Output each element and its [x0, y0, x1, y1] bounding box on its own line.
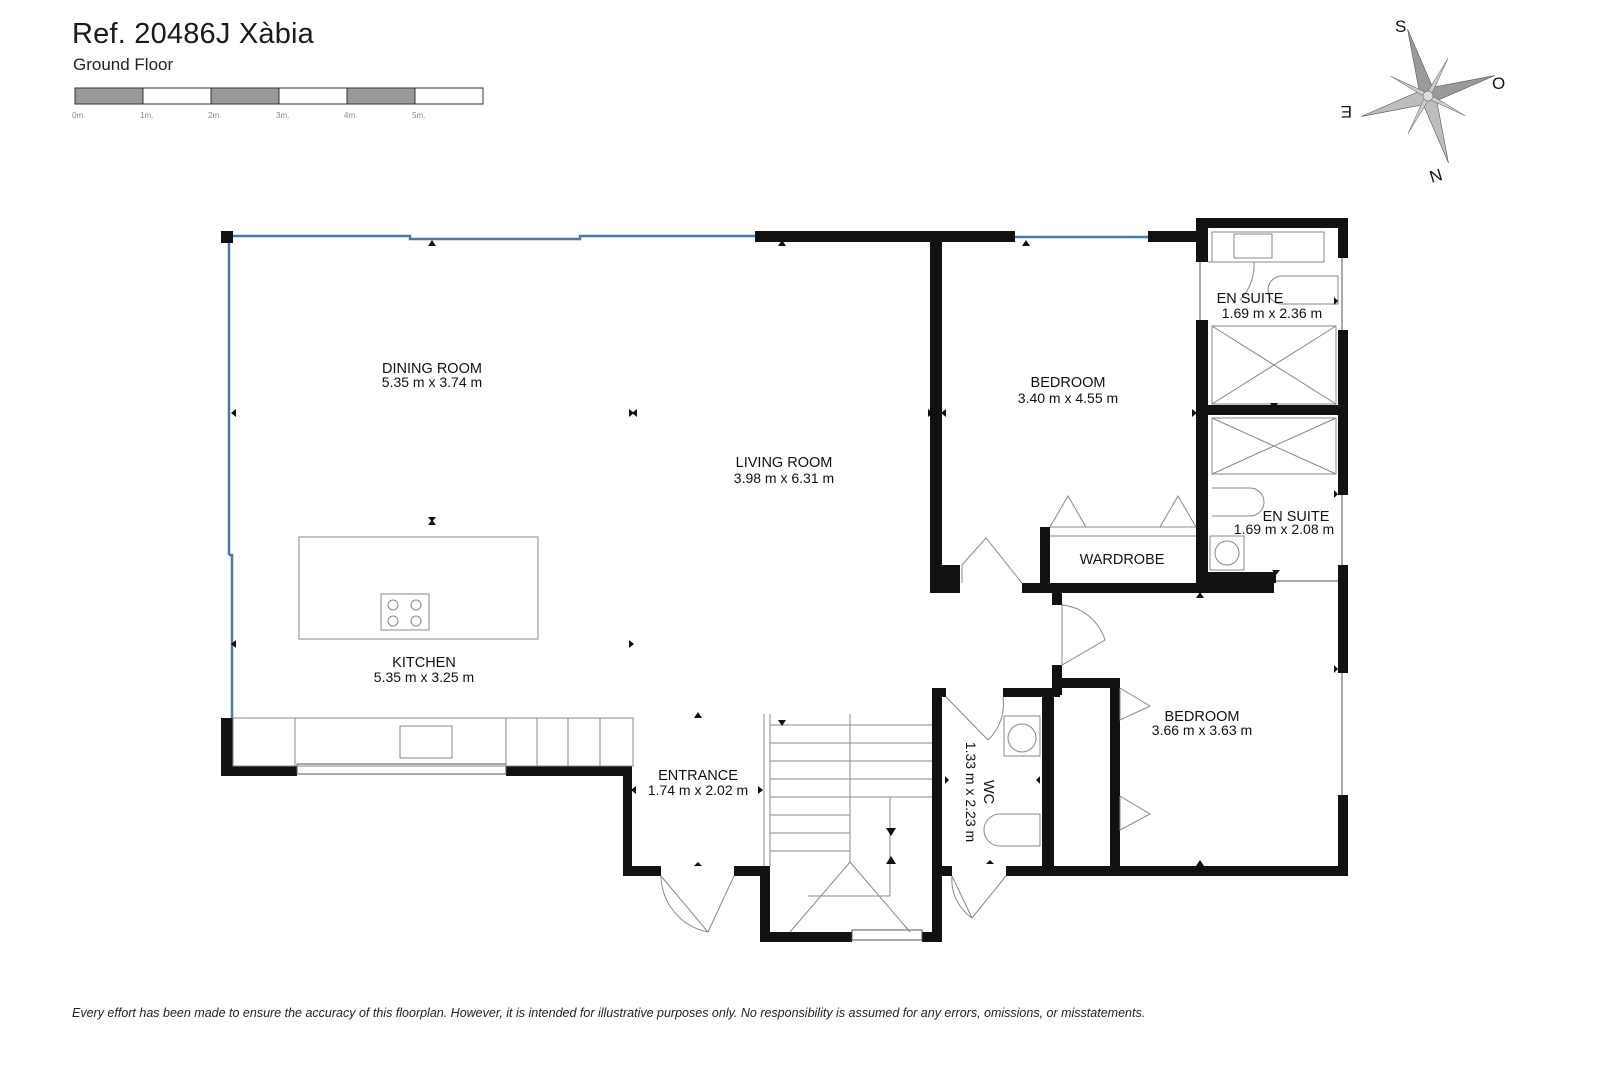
cooktop-icon	[380, 593, 430, 631]
kitchen-label: KITCHEN	[392, 655, 456, 671]
wc-dims: 1.33 m x 2.23 m	[963, 742, 979, 842]
plan-title: Ref. 20486J Xàbia	[72, 18, 315, 50]
scale-label-2: 2m.	[208, 111, 221, 120]
windows	[227, 234, 1148, 718]
scale-label-4: 4m.	[344, 111, 357, 120]
compass-label-e: E	[1341, 102, 1352, 121]
bedroom-1-label: BEDROOM	[1031, 375, 1106, 391]
living-room-dims: 3.98 m x 6.31 m	[734, 470, 834, 486]
thin-lines	[296, 258, 1343, 941]
scale-label-3: 3m.	[276, 111, 289, 120]
entrance-dims: 1.74 m x 2.02 m	[648, 782, 748, 798]
scale-label-0: 0m.	[72, 111, 85, 120]
scale-bar: 0m. 1m. 2m. 3m. 4m. 5m.	[72, 87, 484, 120]
entrance-label: ENTRANCE	[658, 768, 738, 784]
wc-label: WC	[980, 780, 996, 804]
bathroom-fixtures	[983, 231, 1339, 847]
bedroom-2-dims: 3.66 m x 3.63 m	[1152, 722, 1252, 738]
wall-markers	[231, 240, 1338, 866]
scale-label-5: 5m.	[412, 111, 425, 120]
ensuite-1-dims: 1.69 m x 2.36 m	[1222, 305, 1322, 321]
kitchen-island	[298, 536, 539, 640]
bedroom-1-dims: 3.40 m x 4.55 m	[1018, 390, 1118, 406]
scale-label-1: 1m.	[140, 111, 153, 120]
wardrobe-label: WARDROBE	[1080, 552, 1165, 568]
compass-label-s: S	[1395, 17, 1406, 36]
kitchen-dims: 5.35 m x 3.25 m	[374, 669, 474, 685]
doors	[660, 261, 1255, 933]
kitchen-fixtures	[232, 536, 634, 767]
ensuite-2-dims: 1.69 m x 2.08 m	[1234, 521, 1334, 537]
compass-label-n: N	[1427, 164, 1444, 186]
compass-label-o: O	[1492, 74, 1505, 93]
staircase	[763, 714, 932, 933]
dining-room-label: DINING ROOM	[382, 361, 482, 377]
disclaimer-text: Every effort has been made to ensure the…	[72, 1006, 1146, 1020]
walls	[221, 218, 1348, 942]
floor-label: Ground Floor	[73, 55, 174, 74]
dining-room-dims: 5.35 m x 3.74 m	[382, 374, 482, 390]
ensuite-2-label: EN SUITE	[1263, 509, 1330, 525]
ensuite-1-label: EN SUITE	[1217, 291, 1284, 307]
bedroom-2-label: BEDROOM	[1165, 709, 1240, 725]
compass-icon	[1360, 28, 1496, 164]
living-room-label: LIVING ROOM	[736, 455, 833, 471]
